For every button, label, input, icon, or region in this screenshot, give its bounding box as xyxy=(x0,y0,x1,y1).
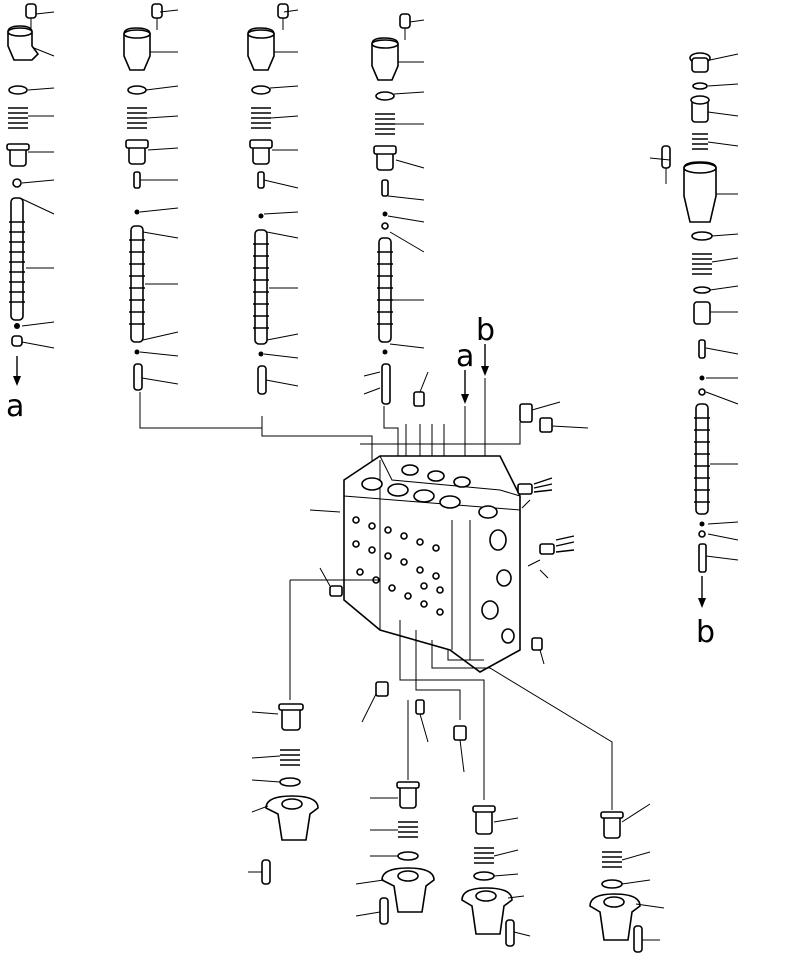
label-b-mid: b xyxy=(476,313,495,348)
spool-stack-right xyxy=(649,52,739,608)
bottom-cap-1 xyxy=(248,703,319,885)
label-b-right: b xyxy=(696,615,715,650)
spool-stack-4 xyxy=(363,13,425,405)
plug-group-top xyxy=(413,371,589,433)
arrow-down-icon xyxy=(461,344,489,404)
label-a-mid: a xyxy=(456,339,474,374)
spool-stack-3 xyxy=(247,3,299,395)
valve-body xyxy=(309,455,521,673)
center-plugs xyxy=(361,681,467,773)
bottom-cap-4 xyxy=(589,803,665,953)
spool-stack-1 xyxy=(6,3,55,386)
bottom-cap-3 xyxy=(461,805,531,947)
side-plugs xyxy=(319,477,575,665)
spool-stack-2 xyxy=(123,3,263,429)
bottom-cap-2 xyxy=(355,781,435,925)
label-a-left: a xyxy=(6,389,24,424)
